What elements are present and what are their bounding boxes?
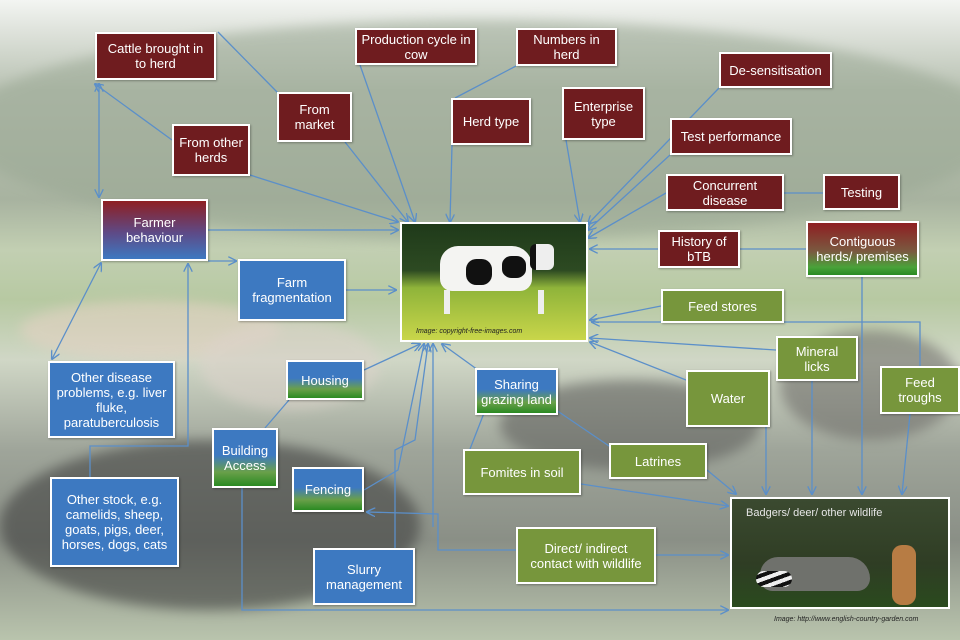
box-production-cycle: Production cycle in cow [355,28,477,65]
box-numbers-in-herd: Numbers in herd [516,28,617,66]
box-from-other-herds: From other herds [172,124,250,176]
box-testing: Testing [823,174,900,210]
box-farm-fragmentation: Farm fragmentation [238,259,346,321]
box-housing: Housing [286,360,364,400]
cow-image: Image: copyright-free-images.com [400,222,588,342]
box-feed-troughs: Feed troughs [880,366,960,414]
box-from-market: From market [277,92,352,142]
box-fomites-in-soil: Fomites in soil [463,449,581,495]
box-test-performance: Test performance [670,118,792,155]
box-water: Water [686,370,770,427]
box-direct-contact-wildlife: Direct/ indirect contact with wildlife [516,527,656,584]
cow-spot [466,259,492,285]
cow-spot [502,256,526,278]
box-contiguous-herds: Contiguous herds/ premises [806,221,919,277]
wildlife-image-caption: Image: http://www.english-country-garden… [774,616,919,623]
box-other-stock: Other stock, e.g. camelids, sheep, goats… [50,477,179,567]
box-fencing: Fencing [292,467,364,512]
cow-head [530,244,554,270]
box-herd-type: Herd type [451,98,531,145]
box-history-of-btb: History of bTB [658,230,740,268]
box-feed-stores: Feed stores [661,289,784,323]
box-concurrent-disease: Concurrent disease [666,174,784,211]
box-cattle-brought-in: Cattle brought in to herd [95,32,216,80]
cow-legs [444,290,544,314]
badger-face [756,571,792,587]
box-building-access: Building Access [212,428,278,488]
box-mineral-licks: Mineral licks [776,336,858,381]
box-sharing-grazing-land: Sharing grazing land [475,368,558,415]
cow-image-caption: Image: copyright-free-images.com [416,328,523,335]
deer-shape [892,545,916,605]
box-slurry-management: Slurry management [313,548,415,605]
wildlife-image-title: Badgers/ deer/ other wildlife [746,507,883,519]
box-enterprise-type: Enterprise type [562,87,645,140]
wildlife-image: Badgers/ deer/ other wildlife [730,497,950,609]
box-farmer-behaviour: Farmer behaviour [101,199,208,261]
box-other-disease: Other disease problems, e.g. liver fluke… [48,361,175,438]
box-latrines: Latrines [609,443,707,479]
box-desensitisation: De-sensitisation [719,52,832,88]
